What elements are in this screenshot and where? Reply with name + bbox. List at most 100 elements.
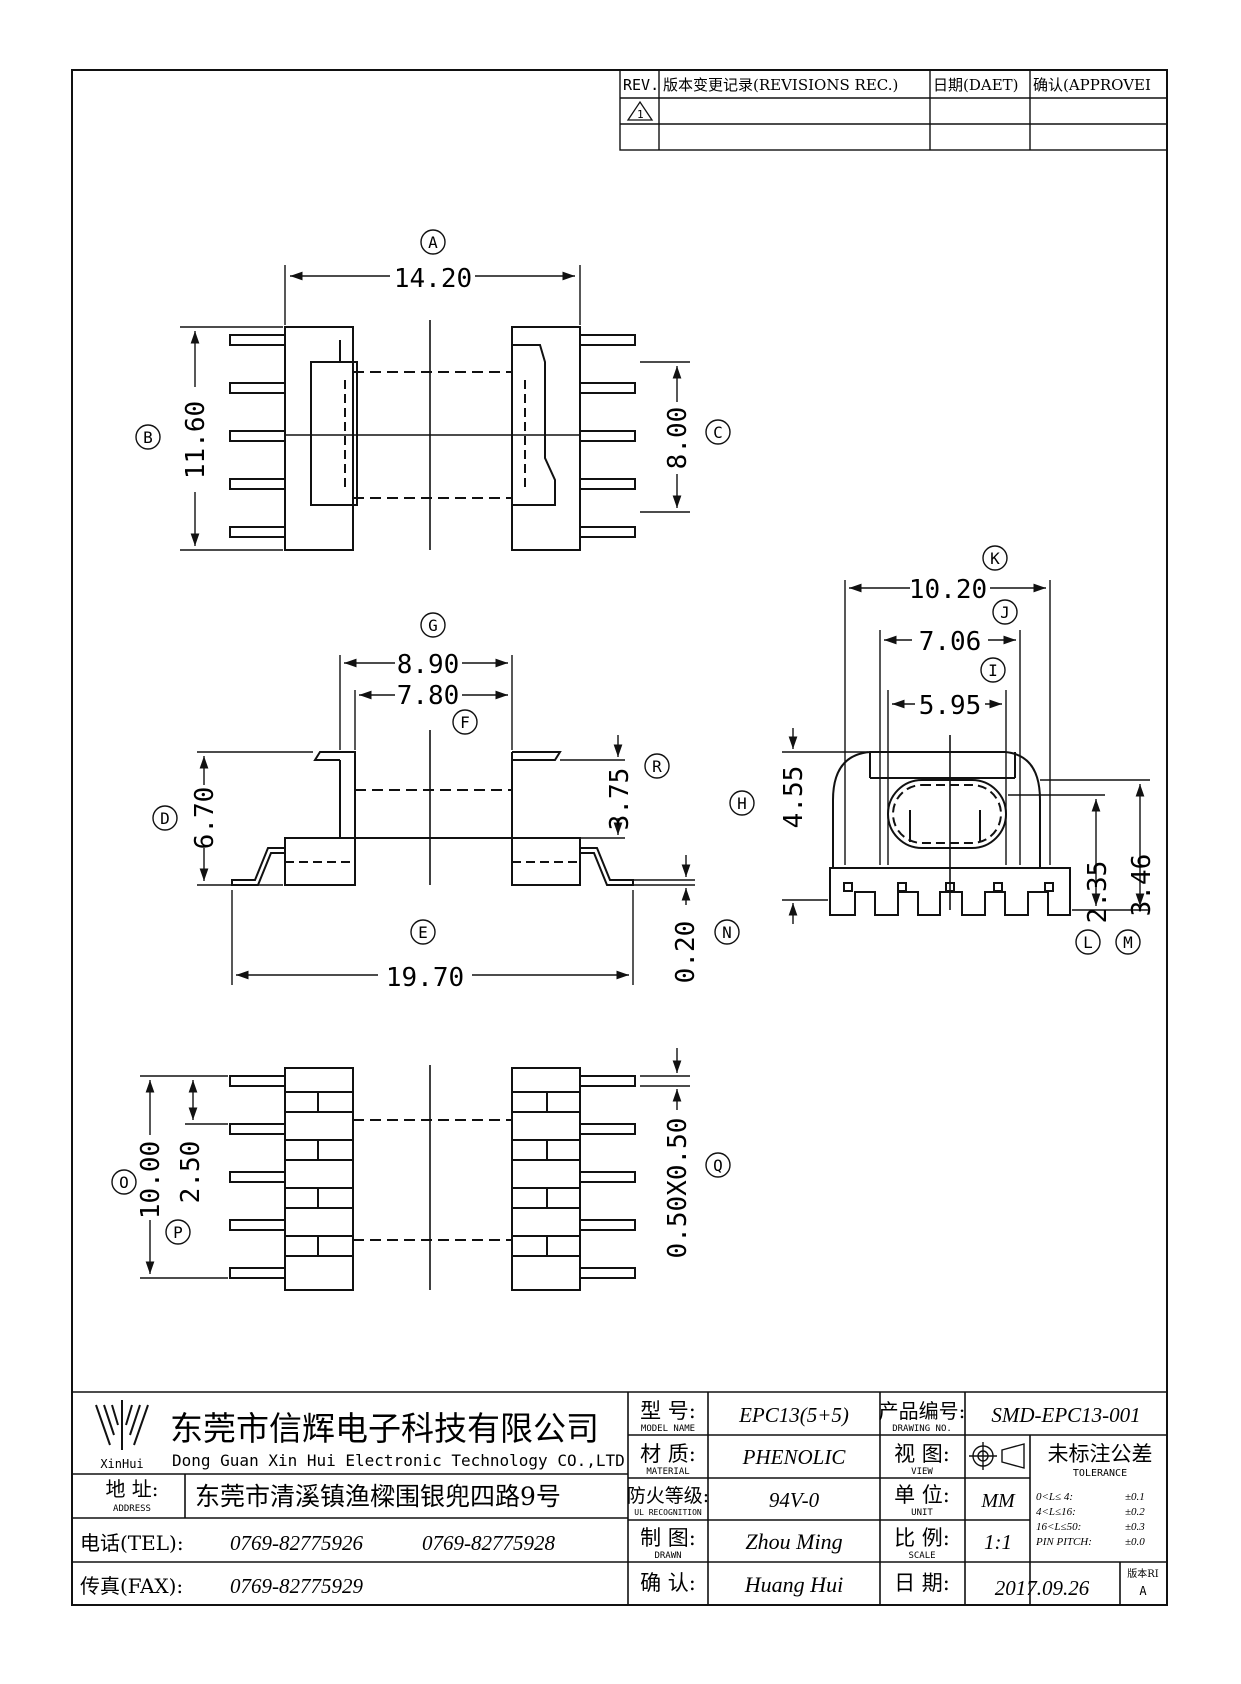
dim-label-K: K <box>982 545 1008 571</box>
material-label-en: MATERIAL <box>646 1467 689 1477</box>
dim-label-A: A <box>420 229 446 255</box>
tolerance-label-cn: 未标注公差 <box>1048 1442 1153 1466</box>
title-block-grid <box>72 1391 1167 1605</box>
view-label-en: VIEW <box>911 1467 933 1477</box>
tolerance-range: PIN PITCH: <box>1035 1536 1092 1548</box>
svg-text:M: M <box>1123 933 1133 952</box>
confirm-label-cn: 确 认: <box>640 1571 696 1595</box>
drawing-no-value: SMD-EPC13-001 <box>991 1403 1140 1427</box>
dim-P-value: 2.50 <box>176 1141 206 1204</box>
xinhui-logo-icon <box>95 1400 149 1450</box>
dim-A-value: 14.20 <box>394 264 472 294</box>
svg-text:C: C <box>713 423 723 442</box>
end-view <box>782 580 1150 924</box>
company-name-en: Dong Guan Xin Hui Electronic Technology … <box>172 1451 625 1470</box>
unit-label-cn: 单 位: <box>894 1483 950 1507</box>
tolerance-value: ±0.0 <box>1125 1536 1145 1548</box>
date-label-cn: 日 期: <box>894 1571 950 1595</box>
svg-text:I: I <box>988 661 998 680</box>
dim-label-J: J <box>992 599 1018 625</box>
tolerance-table: 0<L≤ 4: ±0.1 4<L≤16: ±0.2 16<L≤50: ±0.3 … <box>1035 1491 1145 1548</box>
model-label-cn: 型 号: <box>640 1399 696 1423</box>
side-view <box>197 655 695 985</box>
rev-col-header: REV. <box>623 76 659 94</box>
projection-symbol-icon <box>969 1442 1025 1470</box>
address-label-cn: 地 址: <box>105 1477 158 1501</box>
dim-H-value: 4.55 <box>779 766 809 829</box>
dim-label-G: G <box>420 612 446 638</box>
dim-label-I: I <box>980 657 1006 683</box>
drawn-label-en: DRAWN <box>654 1551 681 1561</box>
tolerance-value: ±0.1 <box>1125 1491 1145 1503</box>
svg-text:E: E <box>418 923 428 942</box>
tolerance-value: ±0.3 <box>1125 1521 1145 1533</box>
material-value: PHENOLIC <box>742 1445 847 1469</box>
bottom-view <box>140 1048 690 1291</box>
company-name-cn: 东莞市信辉电子科技有限公司 <box>170 1409 599 1448</box>
unit-label-en: UNIT <box>911 1508 933 1518</box>
material-label-cn: 材 质: <box>640 1442 696 1466</box>
dim-I-value: 5.95 <box>919 691 982 721</box>
revision-triangle-icon: 1 <box>626 100 654 121</box>
dim-E-value: 19.70 <box>386 963 464 993</box>
dim-label-P: P <box>165 1219 191 1245</box>
scale-value: 1:1 <box>984 1530 1012 1554</box>
svg-text:G: G <box>428 616 438 635</box>
svg-text:A: A <box>428 233 438 252</box>
svg-text:J: J <box>1000 603 1010 622</box>
svg-text:Q: Q <box>713 1156 723 1175</box>
dim-D-value: 6.70 <box>190 787 220 850</box>
drawing-no-label-cn: 产品编号: <box>879 1399 966 1423</box>
dim-label-Q: Q <box>705 1152 731 1178</box>
svg-text:H: H <box>737 794 747 813</box>
ul-value: 94V-0 <box>769 1488 820 1512</box>
svg-text:O: O <box>119 1173 129 1192</box>
dim-label-F: F <box>452 709 478 735</box>
svg-text:N: N <box>722 923 732 942</box>
tolerance-value: ±0.2 <box>1125 1506 1145 1518</box>
dim-K-value: 10.20 <box>909 575 987 605</box>
date-value: 2017.09.26 <box>995 1576 1090 1600</box>
fax-label: 传真(FAX): <box>80 1574 183 1598</box>
svg-text:K: K <box>990 549 1000 568</box>
dim-B-value: 11.60 <box>181 401 211 479</box>
dim-C-value: 8.00 <box>663 407 693 470</box>
drawn-label-cn: 制 图: <box>640 1526 696 1550</box>
fax-value: 0769-82775929 <box>230 1574 363 1598</box>
confirm-value: Huang Hui <box>744 1572 843 1597</box>
dim-G-value: 8.90 <box>397 650 460 680</box>
svg-text:F: F <box>460 713 470 732</box>
dim-O-value: 10.00 <box>136 1141 166 1219</box>
top-view <box>180 265 690 551</box>
drawn-value: Zhou Ming <box>745 1529 842 1554</box>
dim-label-H: H <box>729 790 755 816</box>
revisions-record-col-header: 版本变更记录(REVISIONS REC.) <box>663 76 898 94</box>
address-label-en: ADDRESS <box>113 1504 151 1514</box>
approve-col-header: 确认(APPROVEI <box>1033 76 1151 94</box>
svg-text:B: B <box>143 428 153 447</box>
tolerance-label-en: TOLERANCE <box>1073 1468 1127 1479</box>
logo-text: XinHui <box>100 1457 143 1471</box>
dim-L-value: 2.35 <box>1083 861 1113 924</box>
dim-label-R: R <box>644 753 670 779</box>
ul-label-en: UL RECOGNITION <box>634 1508 702 1517</box>
address-value: 东莞市清溪镇渔樑围银兜四路9号 <box>195 1482 561 1511</box>
dim-label-D: D <box>152 805 178 831</box>
tel-label: 电话(TEL): <box>80 1531 184 1555</box>
dim-label-O: O <box>111 1169 137 1195</box>
dim-J-value: 7.06 <box>919 627 982 657</box>
version-value: A <box>1139 1584 1147 1598</box>
svg-text:D: D <box>160 809 170 828</box>
svg-text:L: L <box>1083 933 1093 952</box>
tolerance-range: 4<L≤16: <box>1036 1506 1076 1518</box>
scale-label-cn: 比 例: <box>894 1526 950 1550</box>
revision-table <box>619 69 1168 151</box>
date-col-header: 日期(DAET) <box>933 76 1019 94</box>
svg-text:R: R <box>652 757 662 776</box>
dim-N-value: 0.20 <box>671 921 701 984</box>
model-label-en: MODEL NAME <box>641 1424 695 1434</box>
ul-label-cn: 防火等级: <box>627 1485 709 1507</box>
model-value: EPC13(5+5) <box>738 1403 849 1427</box>
dim-R-value: 3.75 <box>605 768 635 831</box>
dim-F-value: 7.80 <box>397 681 460 711</box>
